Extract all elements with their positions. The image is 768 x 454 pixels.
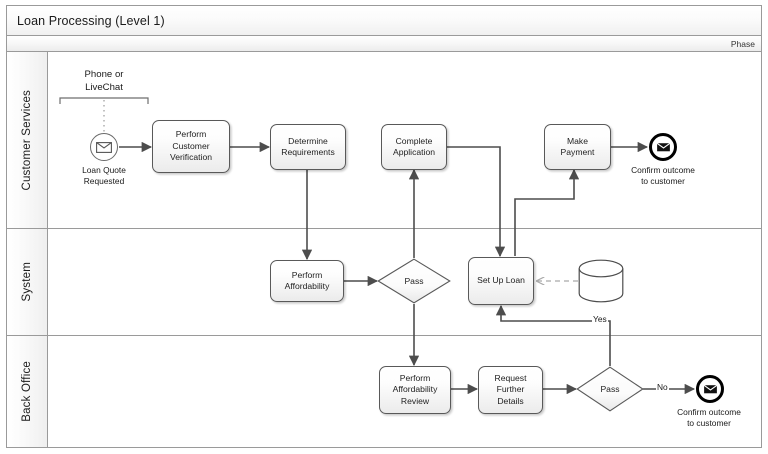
phase-header-bar: Phase (6, 36, 762, 52)
gateway-pass-system[interactable]: Pass (377, 258, 451, 304)
task-line-2: Affordability (392, 384, 438, 395)
task-determine-requirements[interactable]: Determine Requirements (270, 124, 346, 170)
envelope-icon (655, 141, 671, 153)
annotation-line-2: LiveChat (85, 82, 123, 93)
task-line-2: Customer (172, 140, 210, 151)
task-line-1: Perform (291, 269, 323, 280)
task-line-1: Determine (288, 135, 328, 146)
task-line-3: Details (497, 395, 524, 406)
edge-label-no: No (656, 382, 669, 392)
lane-label-system: System (21, 262, 33, 302)
envelope-icon (702, 383, 718, 395)
diamond-shape-icon (377, 258, 451, 304)
phase-label: Phase (730, 38, 755, 49)
end-event-confirm-outcome-back-office[interactable] (696, 375, 724, 403)
caption-confirm-outcome-customer-services: Confirm outcome to customer (613, 165, 713, 187)
start-event-loan-quote-requested[interactable] (90, 133, 118, 161)
caption-line-2: Requested (83, 176, 125, 186)
lane-label-back-office: Back Office (21, 361, 33, 422)
task-perform-customer-verification[interactable]: Perform Customer Verification (152, 120, 230, 173)
caption-line-1: Confirm outcome (677, 407, 741, 417)
task-line-2: Requirements (281, 147, 335, 157)
page-title: Loan Processing (Level 1) (17, 13, 165, 28)
task-line-1: Perform (399, 372, 431, 383)
gateway-pass-back-office[interactable]: Pass (576, 366, 644, 412)
task-line-1: Perform (175, 129, 207, 140)
lane-header-customer-services: Customer Services (7, 52, 48, 228)
task-set-up-loan[interactable]: Set Up Loan (468, 257, 534, 305)
task-line-1: Complete (395, 135, 433, 146)
task-line-3: Review (400, 395, 430, 406)
envelope-icon (96, 141, 112, 153)
edge-label-yes: Yes (592, 314, 608, 324)
task-request-further-details[interactable]: Request Further Details (478, 366, 543, 414)
task-line-1: Set Up Loan (477, 275, 525, 286)
caption-loan-quote-requested: Loan Quote Requested (64, 165, 144, 187)
task-line-1: Request (494, 372, 527, 383)
lane-header-back-office: Back Office (7, 336, 48, 447)
lane-header-system: System (7, 229, 48, 335)
caption-line-2: to customer (641, 176, 685, 186)
annotation-phone-or-livechat: Phone or LiveChat (56, 68, 152, 94)
annotation-line-1: Phone or (84, 69, 124, 80)
pool-title-bar: Loan Processing (Level 1) (6, 5, 762, 36)
task-complete-application[interactable]: Complete Application (381, 124, 447, 170)
caption-line-2: to customer (687, 418, 731, 428)
task-line-2: Payment (560, 147, 595, 157)
caption-line-1: Confirm outcome (631, 165, 695, 175)
task-make-payment[interactable]: Make Payment (544, 124, 611, 170)
caption-confirm-outcome-back-office: Confirm outcome to customer (659, 407, 759, 429)
database-cylinder-icon (578, 259, 624, 303)
task-line-1: Make (566, 135, 588, 146)
lane-label-customer-services: Customer Services (21, 89, 33, 191)
caption-line-1: Loan Quote (82, 165, 126, 175)
task-line-3: Verification (169, 152, 213, 163)
task-line-2: Affordability (284, 281, 330, 291)
task-line-2: Application (392, 147, 436, 157)
task-perform-affordability[interactable]: Perform Affordability (270, 260, 344, 302)
end-event-confirm-outcome-customer-services[interactable] (649, 133, 677, 161)
diamond-shape-icon (576, 366, 644, 412)
data-store-loan-data[interactable] (578, 259, 624, 303)
task-line-2: Further (496, 384, 525, 395)
task-perform-affordability-review[interactable]: Perform Affordability Review (379, 366, 451, 414)
